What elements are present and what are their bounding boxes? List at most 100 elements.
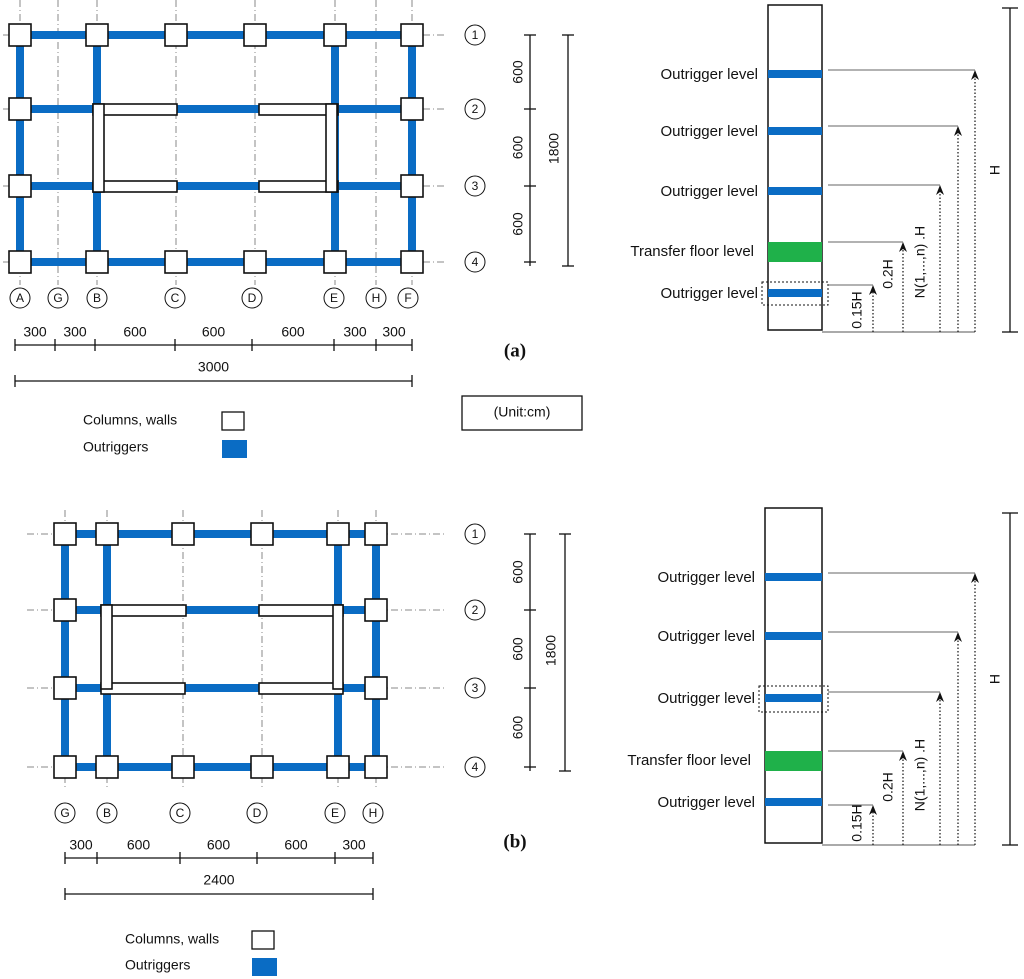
dim-label-n-H: N(1,...,n) .H xyxy=(912,226,928,298)
grid-label-circle xyxy=(365,287,387,309)
core-wall xyxy=(325,103,338,193)
grid-label-col: G xyxy=(60,806,69,820)
dim-label-0-15H: 0.15H xyxy=(849,291,865,328)
span-dimension-label: 600 xyxy=(123,324,147,340)
panel-caption: (a) xyxy=(504,340,526,361)
grid-label-row: 2 xyxy=(472,102,479,116)
grid-label-row: 1 xyxy=(472,527,479,541)
transfer-floor-label: Transfer floor level xyxy=(630,243,754,260)
grid-label-circle xyxy=(324,802,346,824)
grid-label-circle xyxy=(464,24,486,46)
column xyxy=(243,250,267,274)
arrowhead-icon xyxy=(869,285,877,295)
arrowhead-icon xyxy=(954,632,962,642)
grid-label-col: D xyxy=(248,291,257,305)
row-total-label: 1800 xyxy=(543,635,559,666)
legend-outriggers-swatch xyxy=(252,958,277,976)
grid-label-circle xyxy=(246,802,268,824)
outrigger-band xyxy=(768,70,822,78)
span-dimension-label: 600 xyxy=(284,837,308,853)
arrowhead-icon xyxy=(936,692,944,702)
outrigger-band xyxy=(768,289,822,297)
outrigger-band xyxy=(765,694,822,702)
grid-label-row: 3 xyxy=(472,681,479,695)
arrowhead-icon xyxy=(954,126,962,136)
column xyxy=(164,23,188,47)
row-span-label: 600 xyxy=(510,637,526,661)
grid-label-row: 4 xyxy=(472,255,479,269)
legend-columns-swatch xyxy=(221,411,245,431)
grid-label-circle xyxy=(362,802,384,824)
column xyxy=(323,250,347,274)
column xyxy=(326,755,350,779)
core-wall xyxy=(92,103,105,193)
grid-label-row: 2 xyxy=(472,603,479,617)
column xyxy=(326,522,350,546)
grid-label-circle xyxy=(464,677,486,699)
grid-label-row: 3 xyxy=(472,179,479,193)
total-dimension-label: 2400 xyxy=(203,872,234,888)
grid-label-circle xyxy=(464,599,486,621)
column xyxy=(53,755,77,779)
column xyxy=(8,97,32,121)
column xyxy=(85,250,109,274)
core-wall xyxy=(258,604,344,617)
grid-label-row: 4 xyxy=(472,760,479,774)
grid-label-circle xyxy=(464,523,486,545)
column xyxy=(250,522,274,546)
span-dimension-label: 600 xyxy=(207,837,231,853)
grid-label-circle xyxy=(86,287,108,309)
core-wall xyxy=(100,604,113,690)
grid-label-col: B xyxy=(103,806,111,820)
grid-label-circle xyxy=(47,287,69,309)
core-wall xyxy=(100,604,187,617)
legend-outriggers-swatch xyxy=(222,440,247,458)
outrigger-level-label: Outrigger level xyxy=(660,123,758,140)
grid-label-circle xyxy=(397,287,419,309)
total-dimension-label: 3000 xyxy=(198,359,229,375)
arrowhead-icon xyxy=(971,573,979,583)
column xyxy=(364,598,388,622)
legend-columns-label: Columns, walls xyxy=(125,931,219,947)
span-dimension-label: 600 xyxy=(281,324,305,340)
total-height-label: H xyxy=(987,674,1003,684)
column xyxy=(171,755,195,779)
core-wall xyxy=(258,103,339,116)
highlight-box xyxy=(761,281,829,306)
column xyxy=(53,676,77,700)
grid-label-col: E xyxy=(331,806,339,820)
grid-label-circle xyxy=(464,251,486,273)
column xyxy=(85,23,109,47)
column xyxy=(164,250,188,274)
grid-label-col: A xyxy=(16,291,24,305)
column xyxy=(171,522,195,546)
column xyxy=(95,755,119,779)
column xyxy=(250,755,274,779)
grid-label-circle xyxy=(241,287,263,309)
column xyxy=(364,676,388,700)
column xyxy=(243,23,267,47)
grid-label-circle xyxy=(164,287,186,309)
tower-core xyxy=(767,4,823,331)
panel-caption: (b) xyxy=(503,831,526,852)
transfer-floor-band xyxy=(765,751,822,771)
grid-label-col: G xyxy=(53,291,62,305)
column xyxy=(95,522,119,546)
grid-label-circle xyxy=(464,756,486,778)
column xyxy=(53,598,77,622)
arrowhead-icon xyxy=(899,242,907,252)
grid-label-col: C xyxy=(176,806,185,820)
column xyxy=(8,23,32,47)
arrowhead-icon xyxy=(971,70,979,80)
grid-label-circle xyxy=(54,802,76,824)
core-wall xyxy=(258,180,339,193)
outrigger-level-label: Outrigger level xyxy=(660,285,758,302)
dim-label-0-2H: 0.2H xyxy=(880,259,896,289)
grid-label-circle xyxy=(96,802,118,824)
row-span-label: 600 xyxy=(510,60,526,84)
span-dimension-label: 300 xyxy=(343,324,367,340)
column xyxy=(400,97,424,121)
dim-label-0-15H: 0.15H xyxy=(849,804,865,841)
grid-label-col: H xyxy=(372,291,381,305)
